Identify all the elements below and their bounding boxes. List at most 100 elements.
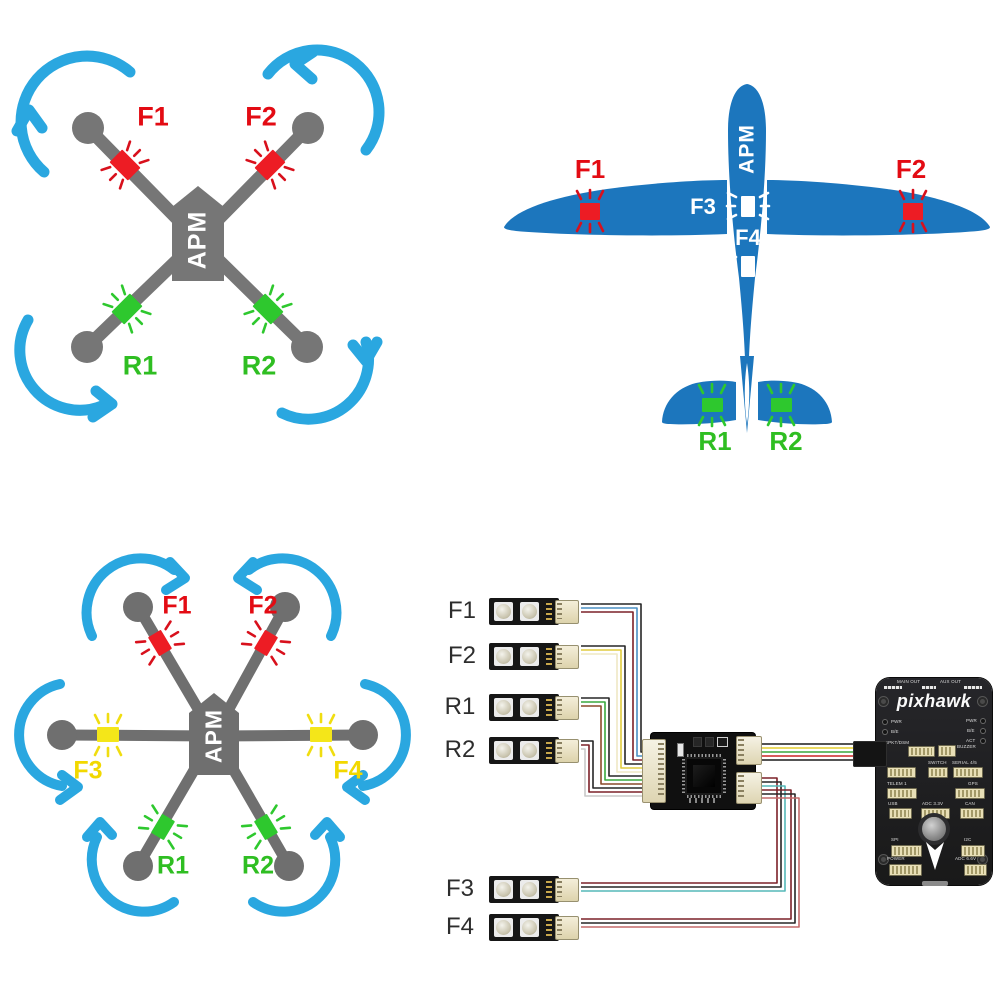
quad-front-left-label: F1 [137, 101, 169, 132]
plane-led-modules [575, 188, 928, 428]
port-label-buzzer: BUZZER [957, 744, 976, 749]
screw-icon [978, 855, 987, 864]
rotation-arrow-icons [14, 553, 411, 917]
strip-label-f4: F4 [445, 913, 475, 940]
serial45-port [953, 767, 983, 778]
port-label-spkt-dsm: SPKT/DSM [885, 740, 910, 745]
main-out-label: MAIN OUT [897, 679, 921, 684]
port-label-gps: GPS [968, 781, 978, 786]
buzzer-port [938, 745, 956, 757]
hexa-motors [47, 592, 378, 881]
wiring-harness [581, 603, 858, 928]
usb-port [889, 808, 912, 819]
wire-plug [853, 741, 887, 767]
direction-arrow-icon [926, 842, 944, 870]
led-label: PWR [891, 719, 902, 724]
power-port [889, 864, 922, 876]
status-led-icon [980, 718, 986, 724]
port-label-can: CAN [965, 801, 975, 806]
led-package [520, 602, 539, 621]
led-strip [489, 643, 579, 670]
solder-pads [546, 603, 552, 620]
plane-body [504, 84, 990, 433]
led-label: PWR [966, 718, 977, 723]
led-controller-board [642, 733, 762, 809]
pixhawk-logo: pixhawk [896, 691, 972, 711]
led-strip [489, 694, 579, 721]
port-label-spi: SPI [891, 837, 899, 842]
telem2-port [887, 767, 916, 778]
plane-diagram [504, 84, 990, 433]
status-led-icon [882, 729, 888, 735]
hexa-rear-left-label: R1 [157, 851, 189, 880]
strip-connector [555, 600, 579, 624]
aux-out-label: AUX OUT [940, 679, 962, 684]
spkt-dsm-port [908, 746, 935, 757]
screw-icon [978, 697, 987, 706]
strip-label-f3: F3 [445, 875, 475, 902]
led-label: ACT [966, 738, 976, 743]
led-label: B/E [891, 729, 899, 734]
port-label-telem1: TELEM 1 [887, 781, 907, 786]
strip-label-f2: F2 [447, 642, 477, 669]
plane-wing-right-label: F2 [895, 154, 927, 184]
rotation-arrow-icons [11, 44, 385, 425]
quad-motors [71, 112, 324, 363]
quad-apm-label: APM [183, 210, 212, 270]
input-connector [642, 739, 666, 803]
plane-rudder-gap [744, 363, 750, 424]
plane-wing-left-label: F1 [574, 154, 606, 184]
i2c-port [961, 845, 985, 857]
quad-apm-body [172, 186, 224, 281]
port-label-i2c: I2C [964, 837, 972, 842]
microcontroller-chip [687, 759, 721, 793]
quad-rear-left-label: R1 [122, 350, 158, 381]
output-connector-top [736, 736, 762, 765]
hexa-apm-label: APM [200, 708, 227, 764]
quad-led-modules [99, 139, 296, 335]
hexa-apm-body [189, 693, 239, 775]
strip-label-r1: R1 [444, 693, 476, 720]
hexa-rear-right-label: R2 [242, 851, 274, 880]
strip-label-r2: R2 [444, 736, 476, 763]
hexa-front-left-label: F1 [162, 591, 192, 620]
port-label-power: POWER [887, 856, 905, 861]
output-connector-bottom [736, 772, 762, 804]
hexa-mid-right-label: F4 [333, 756, 363, 785]
switch-port [928, 767, 948, 778]
led-strip [489, 914, 579, 941]
status-led-icon [980, 728, 986, 734]
plane-f4-label: F4 [735, 225, 761, 250]
adc66-port [964, 864, 987, 876]
led-strip [489, 598, 579, 625]
port-label-adc33: ADC 3.3V [922, 801, 944, 806]
port-label-adc66: ADC 6.6V [955, 856, 977, 861]
can-port [960, 808, 984, 819]
quad-rear-right-label: R2 [241, 350, 277, 381]
led-label: B/E [967, 728, 975, 733]
spi-port [891, 845, 922, 857]
hexacopter-diagram [14, 553, 411, 917]
status-led-icon [980, 738, 986, 744]
screw-icon [879, 855, 888, 864]
telem1-port [887, 788, 917, 799]
plane-f3-label: F3 [690, 194, 716, 219]
hexa-led-modules [93, 619, 336, 851]
led-package [494, 602, 513, 621]
screw-icon [879, 697, 888, 706]
hexa-mid-left-label: F3 [73, 756, 103, 785]
plane-tail-right-label: R2 [769, 426, 803, 456]
port-label-usb: USB [888, 801, 898, 806]
port-label-serial45: SERIAL 4/5 [952, 760, 977, 765]
pixhawk-board: MAIN OUT AUX OUT pixhawk PWR B/E PWR B/E… [876, 678, 992, 886]
quadcopter-diagram [11, 44, 385, 425]
quad-front-right-label: F2 [245, 101, 277, 132]
led-strip [489, 737, 579, 764]
gps-port [955, 788, 985, 799]
port-label-switch: SWITCH [928, 760, 947, 765]
plane-apm-label: APM [735, 124, 759, 174]
hexa-front-right-label: F2 [248, 591, 278, 620]
bottom-tab [922, 881, 948, 886]
